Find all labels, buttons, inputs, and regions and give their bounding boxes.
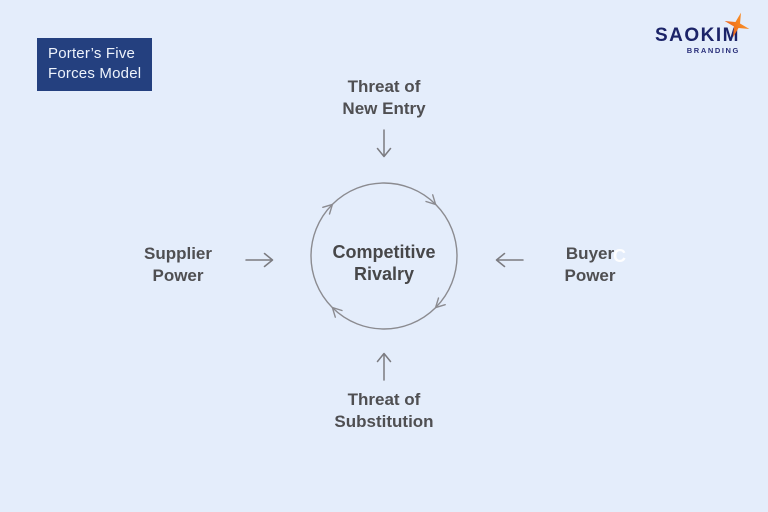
brand-tagline: BRANDING (686, 46, 740, 55)
force-label-line: New Entry (342, 99, 426, 118)
force-label-line: Substitution (334, 412, 434, 431)
title-line-2: Forces Model (48, 65, 142, 82)
force-label-line: Buyer (565, 244, 615, 263)
title-line-1: Porter’s Five (48, 45, 136, 62)
brand-wordmark: SAOKIM (655, 25, 740, 46)
force-label-substitution: Threat of Substitution (334, 389, 433, 433)
center-label-competitive-rivalry: Competitive Rivalry (332, 241, 435, 285)
arrow-up-icon (376, 352, 392, 381)
arrow-left-icon (495, 252, 524, 268)
watermark-letter: C (613, 246, 626, 266)
force-label-line: Supplier (143, 244, 213, 263)
arrow-right-icon (245, 252, 274, 268)
title-badge: Porter’s Five Forces Model (37, 38, 153, 91)
rivalry-circle (310, 182, 458, 330)
force-label-line: Power (564, 266, 616, 285)
force-label-line: Threat of (347, 390, 421, 409)
circle-arrowhead-bottom-right-icon (434, 297, 446, 309)
sparkle-icon (724, 12, 750, 38)
center-label-line: Competitive (332, 242, 436, 262)
force-label-buyer-power: Buyer Power (564, 243, 615, 287)
circle-arrowhead-top-right-icon (425, 194, 437, 206)
force-label-line: Power (152, 266, 204, 285)
arrow-down-icon (376, 129, 392, 158)
circle-arrowhead-bottom-left-icon (331, 306, 343, 318)
center-label-line: Rivalry (353, 264, 415, 284)
force-label-supplier-power: Supplier Power (144, 243, 212, 287)
force-label-line: Threat of (347, 77, 421, 96)
force-label-new-entry: Threat of New Entry (342, 76, 425, 120)
brand-logo: SAOKIM BRANDING (655, 12, 750, 55)
circle-arrowhead-top-left-icon (322, 203, 334, 215)
